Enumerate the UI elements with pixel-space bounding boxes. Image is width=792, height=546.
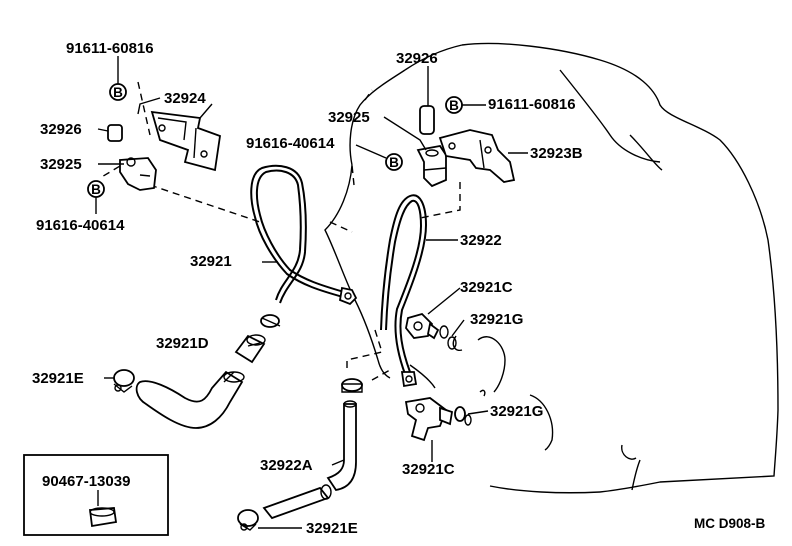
label-90467-13039: 90467-13039 [42, 473, 130, 490]
bolt-symbol-left: B [87, 180, 105, 198]
part-labels: 91611-60816 32924 32926 32925 91616-4061… [32, 40, 766, 537]
label-91611-60816-top-right: 91611-60816 [488, 96, 576, 113]
label-32921G-bottom: 32921G [490, 403, 543, 420]
bolt-symbol-text: B [113, 85, 123, 100]
label-32921G-top: 32921G [470, 311, 523, 328]
label-91611-60816-top-left: 91611-60816 [66, 40, 154, 57]
label-32921D: 32921D [156, 335, 209, 352]
label-32925-mid: 32925 [328, 109, 370, 126]
hose-32921D [234, 334, 266, 364]
diagram-code: MC D908-B [694, 516, 766, 531]
bolt-symbol-top-right: B [445, 96, 463, 114]
label-91616-40614-mid: 91616-40614 [246, 135, 335, 152]
bushing-32926-left [107, 124, 123, 142]
bolt-symbol-text: B [449, 98, 459, 113]
bracket-32924 [150, 103, 221, 172]
label-32921E-left: 32921E [32, 370, 84, 387]
bracket-32925-mid [416, 145, 447, 188]
label-32924: 32924 [164, 90, 206, 107]
label-32922: 32922 [460, 232, 502, 249]
union-32921C-top [405, 312, 440, 340]
cooler-pipe-32922 [380, 194, 428, 388]
transmission-housing-outline [324, 42, 779, 494]
label-32922A: 32922A [260, 457, 313, 474]
bushing-32926-top [419, 105, 435, 135]
clamp-top-small [260, 314, 281, 328]
gasket-32921G-top [439, 325, 457, 350]
elbow-hose [135, 370, 245, 429]
bracket-32923B [438, 129, 516, 183]
bolt-symbol-text: B [389, 155, 399, 170]
clamp-32921E-bottom [237, 509, 259, 531]
label-32921: 32921 [190, 253, 232, 270]
clamp-32921E-left [113, 369, 135, 393]
cooler-pipe-32921 [250, 164, 358, 306]
bolt-symbol-text: B [91, 182, 101, 197]
leader-lines [95, 56, 528, 529]
union-32921C-bottom [404, 397, 454, 442]
label-91616-40614-left: 91616-40614 [36, 217, 125, 234]
inset-box-90467 [23, 454, 169, 536]
clamp-top-32922A [341, 378, 363, 393]
bolt-symbol-top-left: B [109, 83, 127, 101]
label-32921C-bottom: 32921C [402, 461, 455, 478]
label-32926-top: 32926 [396, 50, 438, 67]
bolt-symbol-mid: B [385, 153, 403, 171]
label-32921E-bottom: 32921E [306, 520, 358, 537]
dashed-reference-lines [99, 81, 461, 381]
label-32923B: 32923B [530, 145, 583, 162]
gasket-32921G-bottom [454, 406, 472, 426]
bracket-32925-left [119, 157, 157, 191]
label-32921C-top: 32921C [460, 279, 513, 296]
label-32925-left: 32925 [40, 156, 82, 173]
label-32926-left: 32926 [40, 121, 82, 138]
hose-32922A [262, 400, 357, 520]
